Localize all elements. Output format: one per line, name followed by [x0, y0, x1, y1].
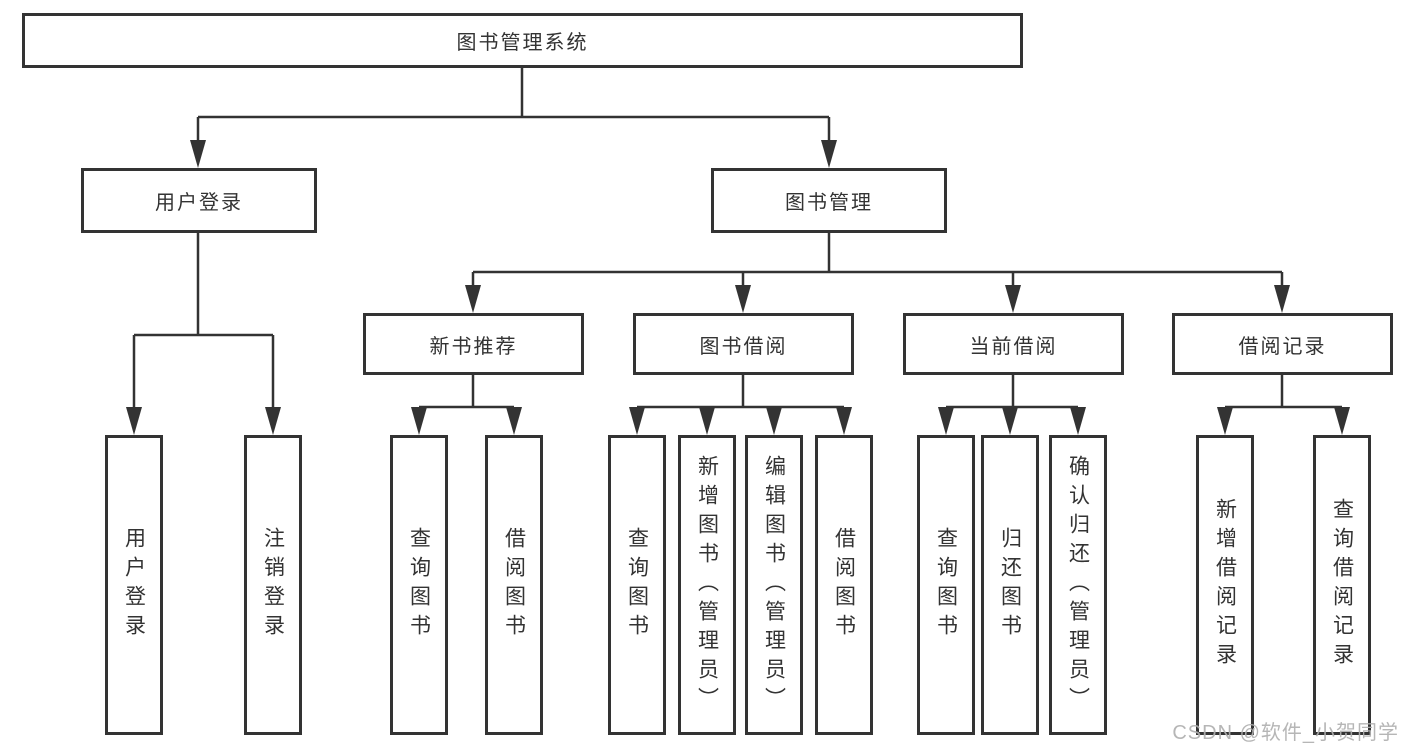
leaf-query-books-current-label: 查询图书 [934, 527, 958, 643]
node-book-borrowing: 图书借阅 [633, 313, 854, 375]
leaf-add-book-admin-label: 新增图书（管理员） [695, 454, 719, 716]
leaf-query-books-borrowing: 查询图书 [608, 435, 666, 735]
leaf-user-login: 用户登录 [105, 435, 163, 735]
node-book-management-label: 图书管理 [785, 192, 873, 214]
node-book-borrowing-label: 图书借阅 [699, 335, 788, 358]
leaf-query-books-recommend: 查询图书 [390, 435, 448, 735]
node-new-book-recommend-label: 新书推荐 [429, 335, 518, 358]
node-book-management: 图书管理 [711, 168, 947, 233]
leaf-confirm-return-admin: 确认归还（管理员） [1049, 435, 1107, 735]
leaf-borrow-books-recommend: 借阅图书 [485, 435, 543, 735]
leaf-logout: 注销登录 [244, 435, 302, 735]
node-current-borrowing: 当前借阅 [903, 313, 1124, 375]
leaf-confirm-return-admin-label: 确认归还（管理员） [1066, 454, 1090, 716]
leaf-add-borrow-record: 新增借阅记录 [1196, 435, 1254, 735]
node-new-book-recommend: 新书推荐 [363, 313, 584, 375]
leaf-borrow-books-recommend-label: 借阅图书 [502, 527, 526, 643]
csdn-watermark: CSDN @软件_小贺同学 [1172, 722, 1399, 744]
leaf-add-book-admin: 新增图书（管理员） [678, 435, 736, 735]
leaf-query-books-current: 查询图书 [917, 435, 975, 735]
node-library-system: 图书管理系统 [22, 13, 1023, 68]
leaf-return-books-label: 归还图书 [998, 527, 1022, 643]
node-library-system-label: 图书管理系统 [456, 32, 589, 54]
leaf-query-books-recommend-label: 查询图书 [407, 527, 431, 643]
leaf-return-books: 归还图书 [981, 435, 1039, 735]
node-user-login-label: 用户登录 [155, 192, 243, 214]
leaf-query-books-borrowing-label: 查询图书 [625, 527, 649, 643]
node-borrow-records: 借阅记录 [1172, 313, 1393, 375]
leaf-edit-book-admin: 编辑图书（管理员） [745, 435, 803, 735]
leaf-add-borrow-record-label: 新增借阅记录 [1213, 498, 1237, 672]
leaf-query-borrow-record-label: 查询借阅记录 [1330, 498, 1354, 672]
node-user-login: 用户登录 [81, 168, 317, 233]
node-borrow-records-label: 借阅记录 [1238, 335, 1327, 358]
leaf-query-borrow-record: 查询借阅记录 [1313, 435, 1371, 735]
leaf-user-login-label: 用户登录 [122, 527, 146, 643]
leaf-borrow-books-borrowing: 借阅图书 [815, 435, 873, 735]
leaf-borrow-books-borrowing-label: 借阅图书 [832, 527, 856, 643]
leaf-logout-label: 注销登录 [261, 527, 285, 643]
node-current-borrowing-label: 当前借阅 [969, 335, 1058, 358]
leaf-edit-book-admin-label: 编辑图书（管理员） [762, 454, 786, 716]
